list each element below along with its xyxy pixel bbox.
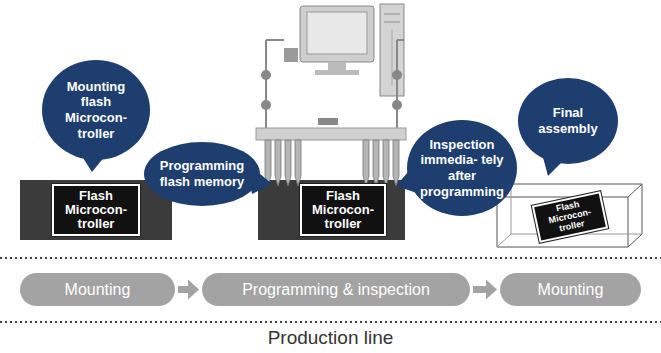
node-text: Flash Microcon- troller <box>57 189 135 232</box>
probe-pin <box>373 140 379 186</box>
chip: Flash Microcon- troller <box>52 184 140 236</box>
probe-pin <box>363 140 369 186</box>
caption-label: Production line <box>0 327 661 349</box>
node-text: Final assembly <box>533 105 603 136</box>
callout-bubble: Programming flash memory <box>144 142 260 206</box>
process-step: Mounting <box>20 273 175 306</box>
board <box>258 180 405 240</box>
chip: Flash Microcon- troller <box>532 191 608 243</box>
node-text: Mounting flash Microcon- troller <box>57 79 135 141</box>
node-text: Programming flash memory <box>154 158 250 189</box>
node-text: Mounting <box>65 281 131 299</box>
board <box>20 180 172 240</box>
probe-pin <box>393 140 399 186</box>
dotted-line <box>0 321 661 323</box>
callout-bubble: Inspection immedia- tely after programmi… <box>407 120 517 216</box>
enclosure-box <box>497 184 642 247</box>
process-step: Programming & inspection <box>202 273 470 306</box>
dotted-line <box>0 257 661 259</box>
node-text: Flash Microcon- troller <box>538 196 603 237</box>
test-fixture <box>256 40 406 186</box>
node-text: Programming & inspection <box>242 281 430 299</box>
chip: Flash Microcon- troller <box>300 184 386 236</box>
callout-bubble: Final assembly <box>518 78 618 164</box>
flow-arrow <box>473 280 497 300</box>
probe-pin <box>295 140 301 186</box>
computer <box>284 4 404 125</box>
flow-arrow <box>178 280 199 300</box>
node-text: Inspection immedia- tely after programmi… <box>419 137 505 199</box>
node-text: Mounting <box>538 281 604 299</box>
probe-pin <box>275 140 281 186</box>
callout-bubble: Mounting flash Microcon- troller <box>42 60 150 160</box>
probe-pin <box>285 140 291 186</box>
node-text: Flash Microcon- troller <box>305 189 381 232</box>
process-step: Mounting <box>500 273 641 306</box>
probe-pin <box>383 140 389 186</box>
